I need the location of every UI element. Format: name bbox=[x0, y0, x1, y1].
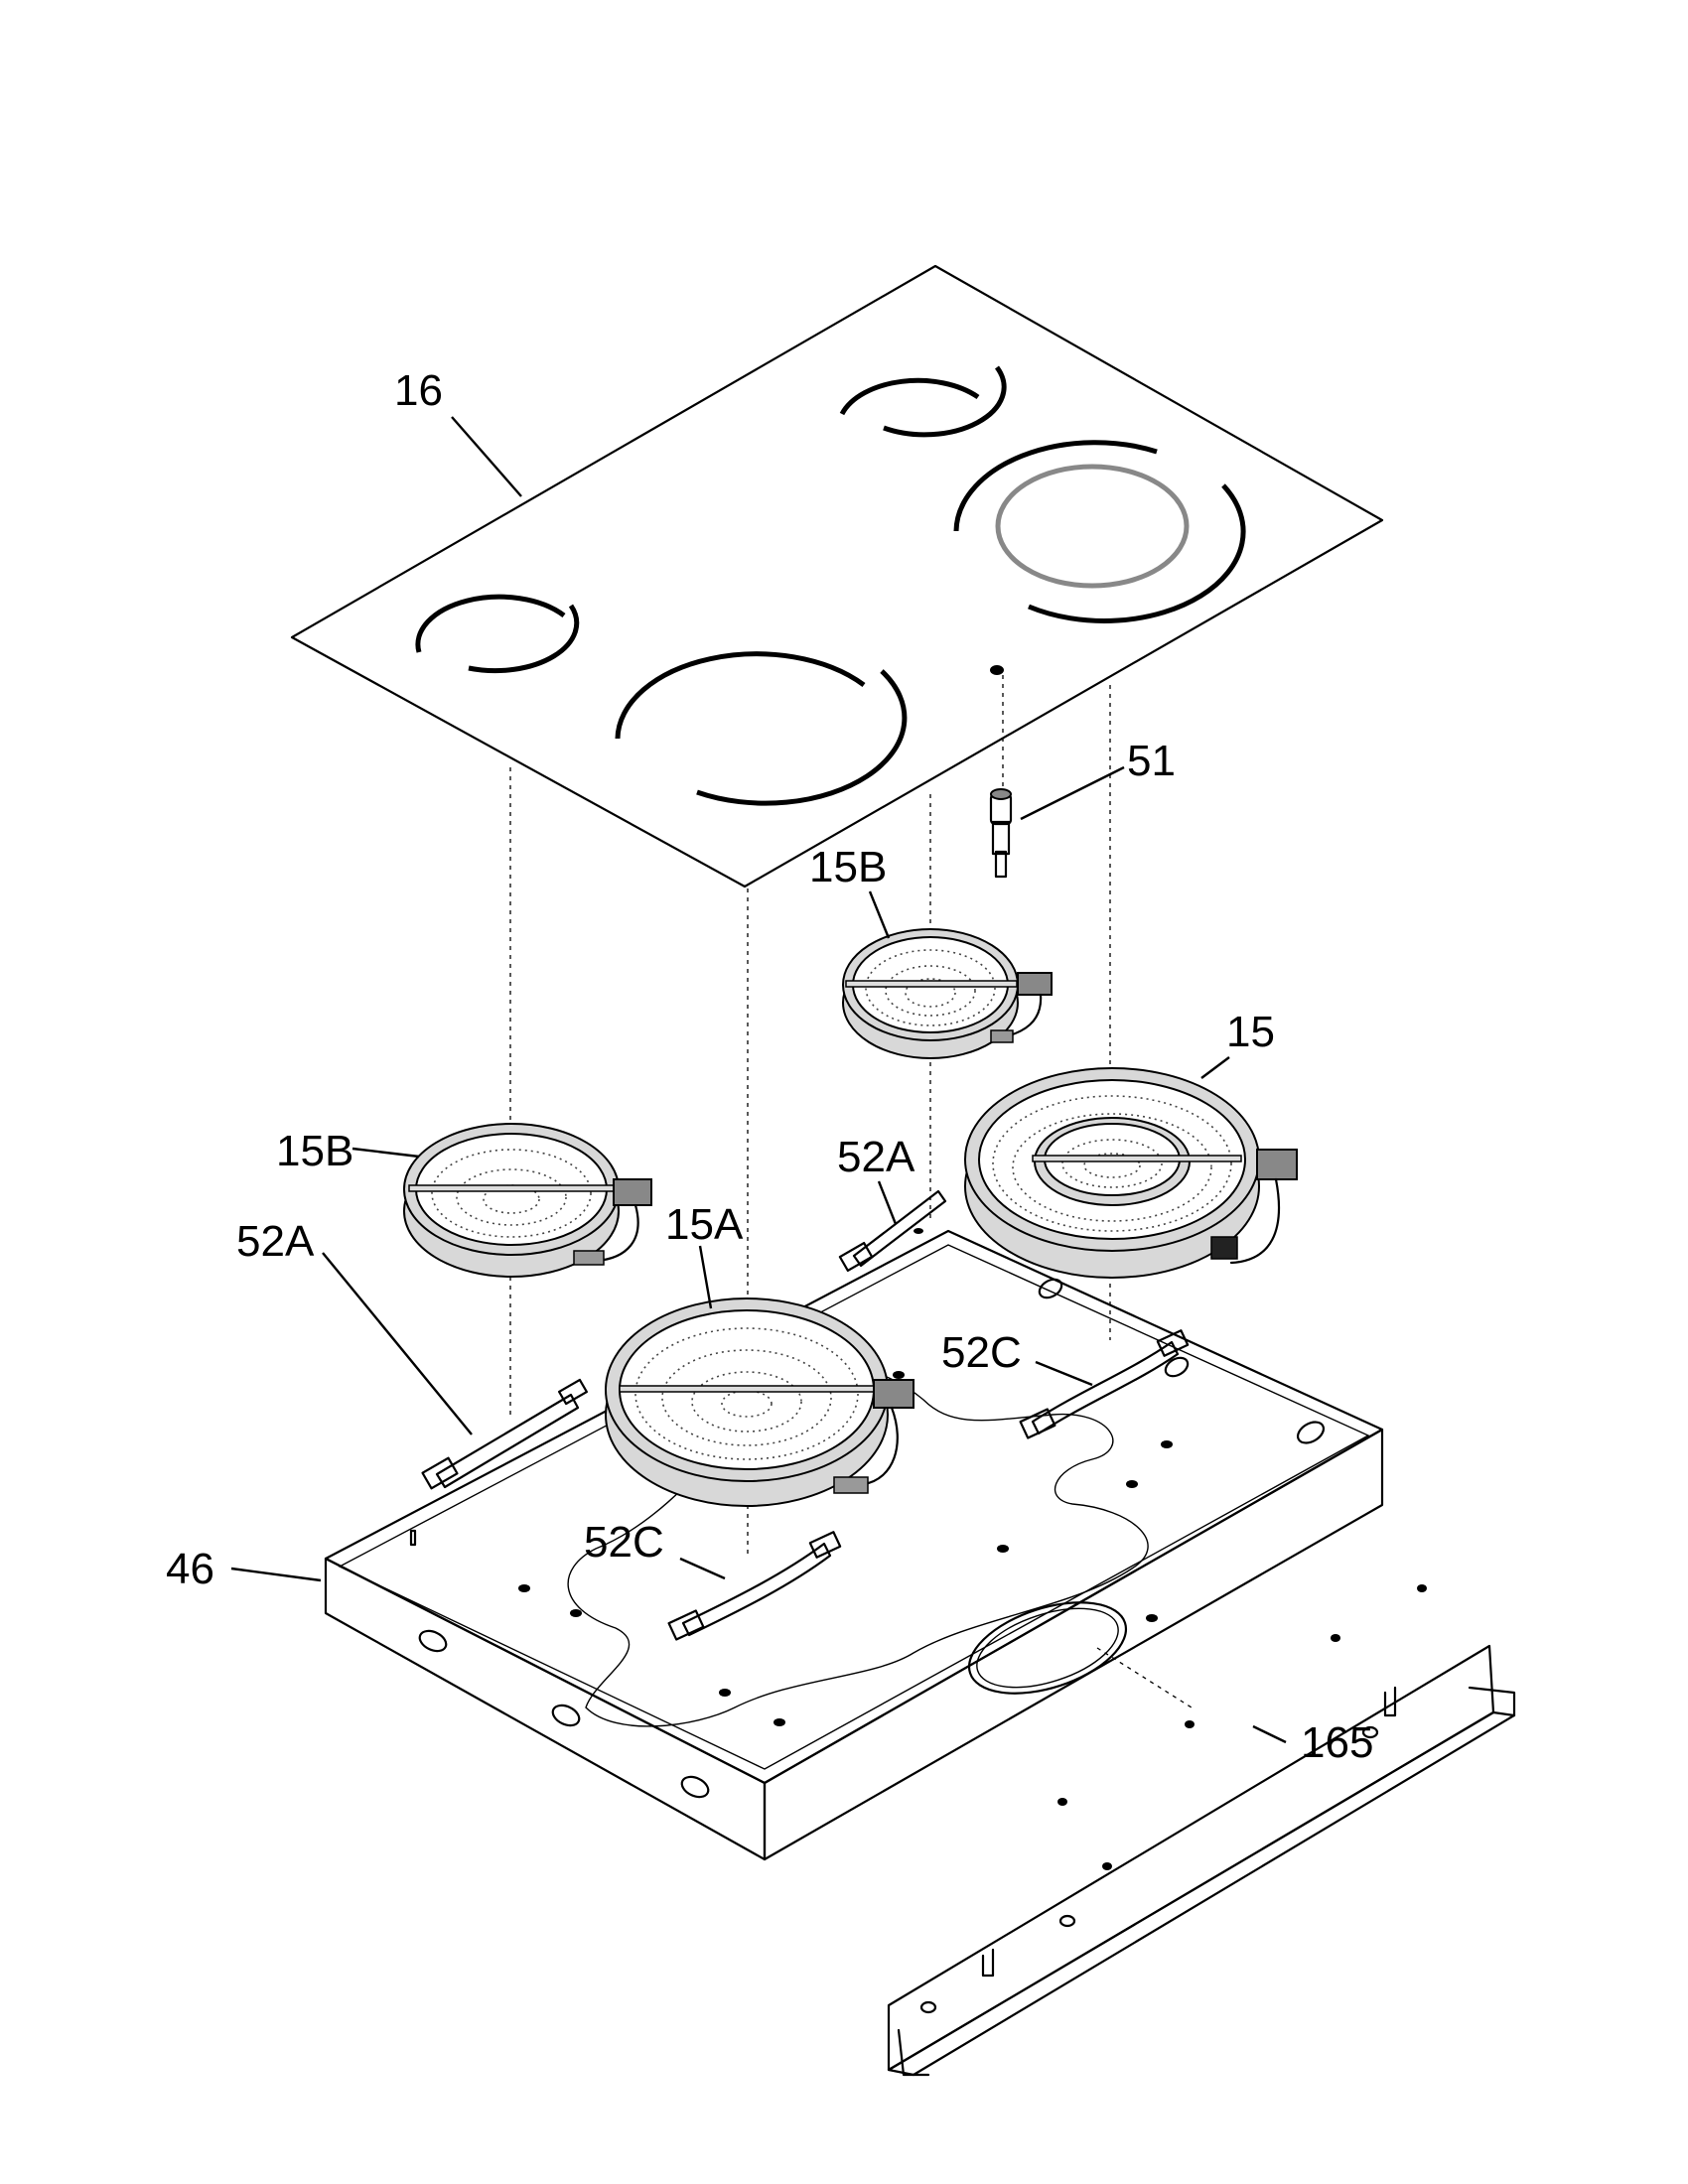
callout-labels: 16 51 15B 15 15B 52A 15A 52A 52C 46 52C … bbox=[166, 366, 1373, 1767]
glass-cooktop-part-16 bbox=[290, 264, 1384, 888]
callout-52c-right: 52C bbox=[941, 1328, 1022, 1377]
callout-51: 51 bbox=[1127, 737, 1176, 785]
callout-15a: 15A bbox=[665, 1200, 744, 1249]
callout-52c-left: 52C bbox=[584, 1518, 664, 1567]
heating-element-15-dual bbox=[964, 1067, 1298, 1279]
bracket-52a-left bbox=[421, 1378, 588, 1490]
heating-element-15b-left bbox=[403, 1123, 652, 1278]
bracket-52a-right bbox=[838, 1189, 947, 1273]
cooktop-pan-part-46 bbox=[324, 1228, 1384, 1861]
rear-rail-part-165 bbox=[887, 1584, 1516, 2077]
heating-element-15b-top bbox=[842, 928, 1053, 1059]
callout-15b-top: 15B bbox=[809, 843, 887, 891]
callout-52a-left: 52A bbox=[236, 1217, 315, 1266]
bracket-52c-right bbox=[1019, 1329, 1190, 1439]
callout-16: 16 bbox=[394, 366, 443, 415]
callout-leaders bbox=[230, 416, 1287, 1744]
callout-52a-right: 52A bbox=[837, 1133, 915, 1181]
callout-165: 165 bbox=[1301, 1718, 1373, 1767]
callout-15: 15 bbox=[1226, 1008, 1275, 1056]
cooktop-element-markings bbox=[415, 365, 1246, 806]
heating-element-15a-large bbox=[605, 1297, 914, 1507]
callout-46: 46 bbox=[166, 1545, 214, 1593]
callout-15b-left: 15B bbox=[276, 1127, 353, 1175]
bracket-52c-left bbox=[667, 1531, 842, 1641]
limiter-sensor-part-51 bbox=[989, 788, 1013, 879]
